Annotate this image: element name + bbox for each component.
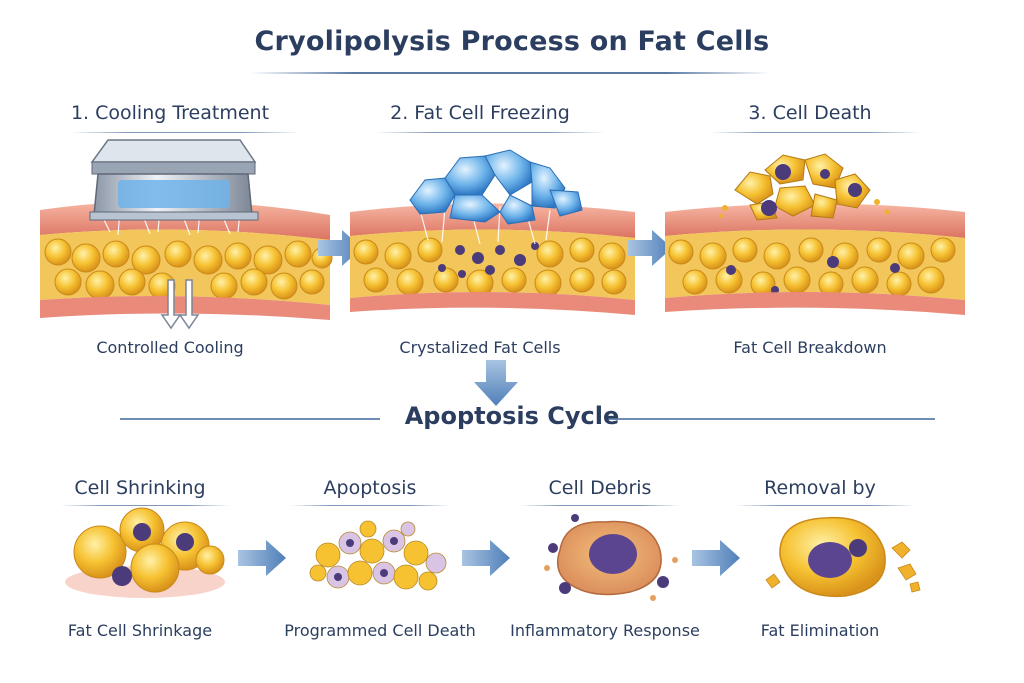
stage-1-title: Cell Shrinking — [74, 477, 206, 499]
stage-4-title: Removal by — [764, 477, 876, 499]
stage-4-caption: Fat Elimination — [760, 621, 880, 640]
stage-1-rule — [60, 505, 230, 506]
stage-2-rule — [290, 505, 450, 506]
cycle-title: Apoptosis Cycle — [404, 402, 620, 430]
stage-3-illustration — [544, 514, 678, 601]
step-1-caption: Controlled Cooling — [96, 338, 244, 357]
step-2-illustration — [350, 149, 635, 315]
stage-3-rule — [520, 505, 680, 506]
right-arrow-icon — [692, 540, 740, 576]
down-arrow-icon — [160, 279, 200, 330]
stage-2-title: Apoptosis — [323, 477, 417, 499]
step-1-illustration — [40, 139, 333, 330]
stage-3-caption: Inflammatory Response — [510, 621, 700, 640]
cooling-applicator-icon — [89, 139, 259, 221]
step-3-illustration — [665, 153, 965, 315]
stage-4-rule — [735, 505, 915, 506]
stage-3-title: Cell Debris — [548, 477, 652, 499]
section-divider-right — [605, 418, 935, 420]
section-divider-left — [120, 418, 380, 420]
step-1-rule — [70, 132, 300, 133]
right-arrow-icon — [462, 540, 510, 576]
step-3-caption: Fat Cell Breakdown — [733, 338, 887, 357]
step-3-title: 3. Cell Death — [748, 102, 872, 124]
page-title: Cryolipolysis Process on Fat Cells — [254, 26, 770, 57]
stage-1-caption: Fat Cell Shrinkage — [67, 621, 213, 640]
stage-2-illustration — [309, 520, 447, 591]
step-2-rule — [375, 132, 605, 133]
right-arrow-icon — [628, 230, 672, 266]
down-arrow-icon — [474, 360, 518, 406]
stage-4-illustration — [765, 516, 921, 598]
stage-2-caption: Programmed Cell Death — [284, 621, 476, 640]
step-2-caption: Crystalized Fat Cells — [399, 338, 561, 357]
right-arrow-icon — [238, 540, 286, 576]
step-2-title: 2. Fat Cell Freezing — [390, 102, 570, 124]
title-divider — [250, 72, 770, 74]
stage-1-illustration — [65, 507, 225, 598]
step-3-rule — [710, 132, 920, 133]
ice-crystal-icon — [409, 149, 583, 225]
step-1-title: 1. Cooling Treatment — [70, 102, 270, 124]
